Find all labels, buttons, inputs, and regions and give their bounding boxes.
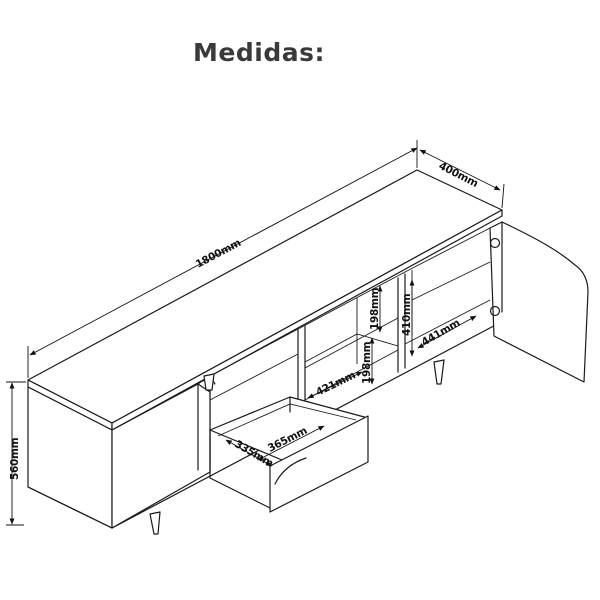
height-label: 560mm [9,437,21,480]
cabinet-body [27,169,503,529]
drawer [209,396,369,513]
right-door [489,221,589,383]
dimension-lines [6,140,505,526]
shelf-lower-label: 198mm [361,341,373,384]
legs [149,359,445,535]
niche-depth-label: 421mm [314,369,358,398]
width-label: 1800mm [194,237,243,271]
shelf-upper-label: 198mm [369,287,381,330]
page-title: Medidas: [193,38,325,67]
door-height-label: 410mm [401,293,413,336]
